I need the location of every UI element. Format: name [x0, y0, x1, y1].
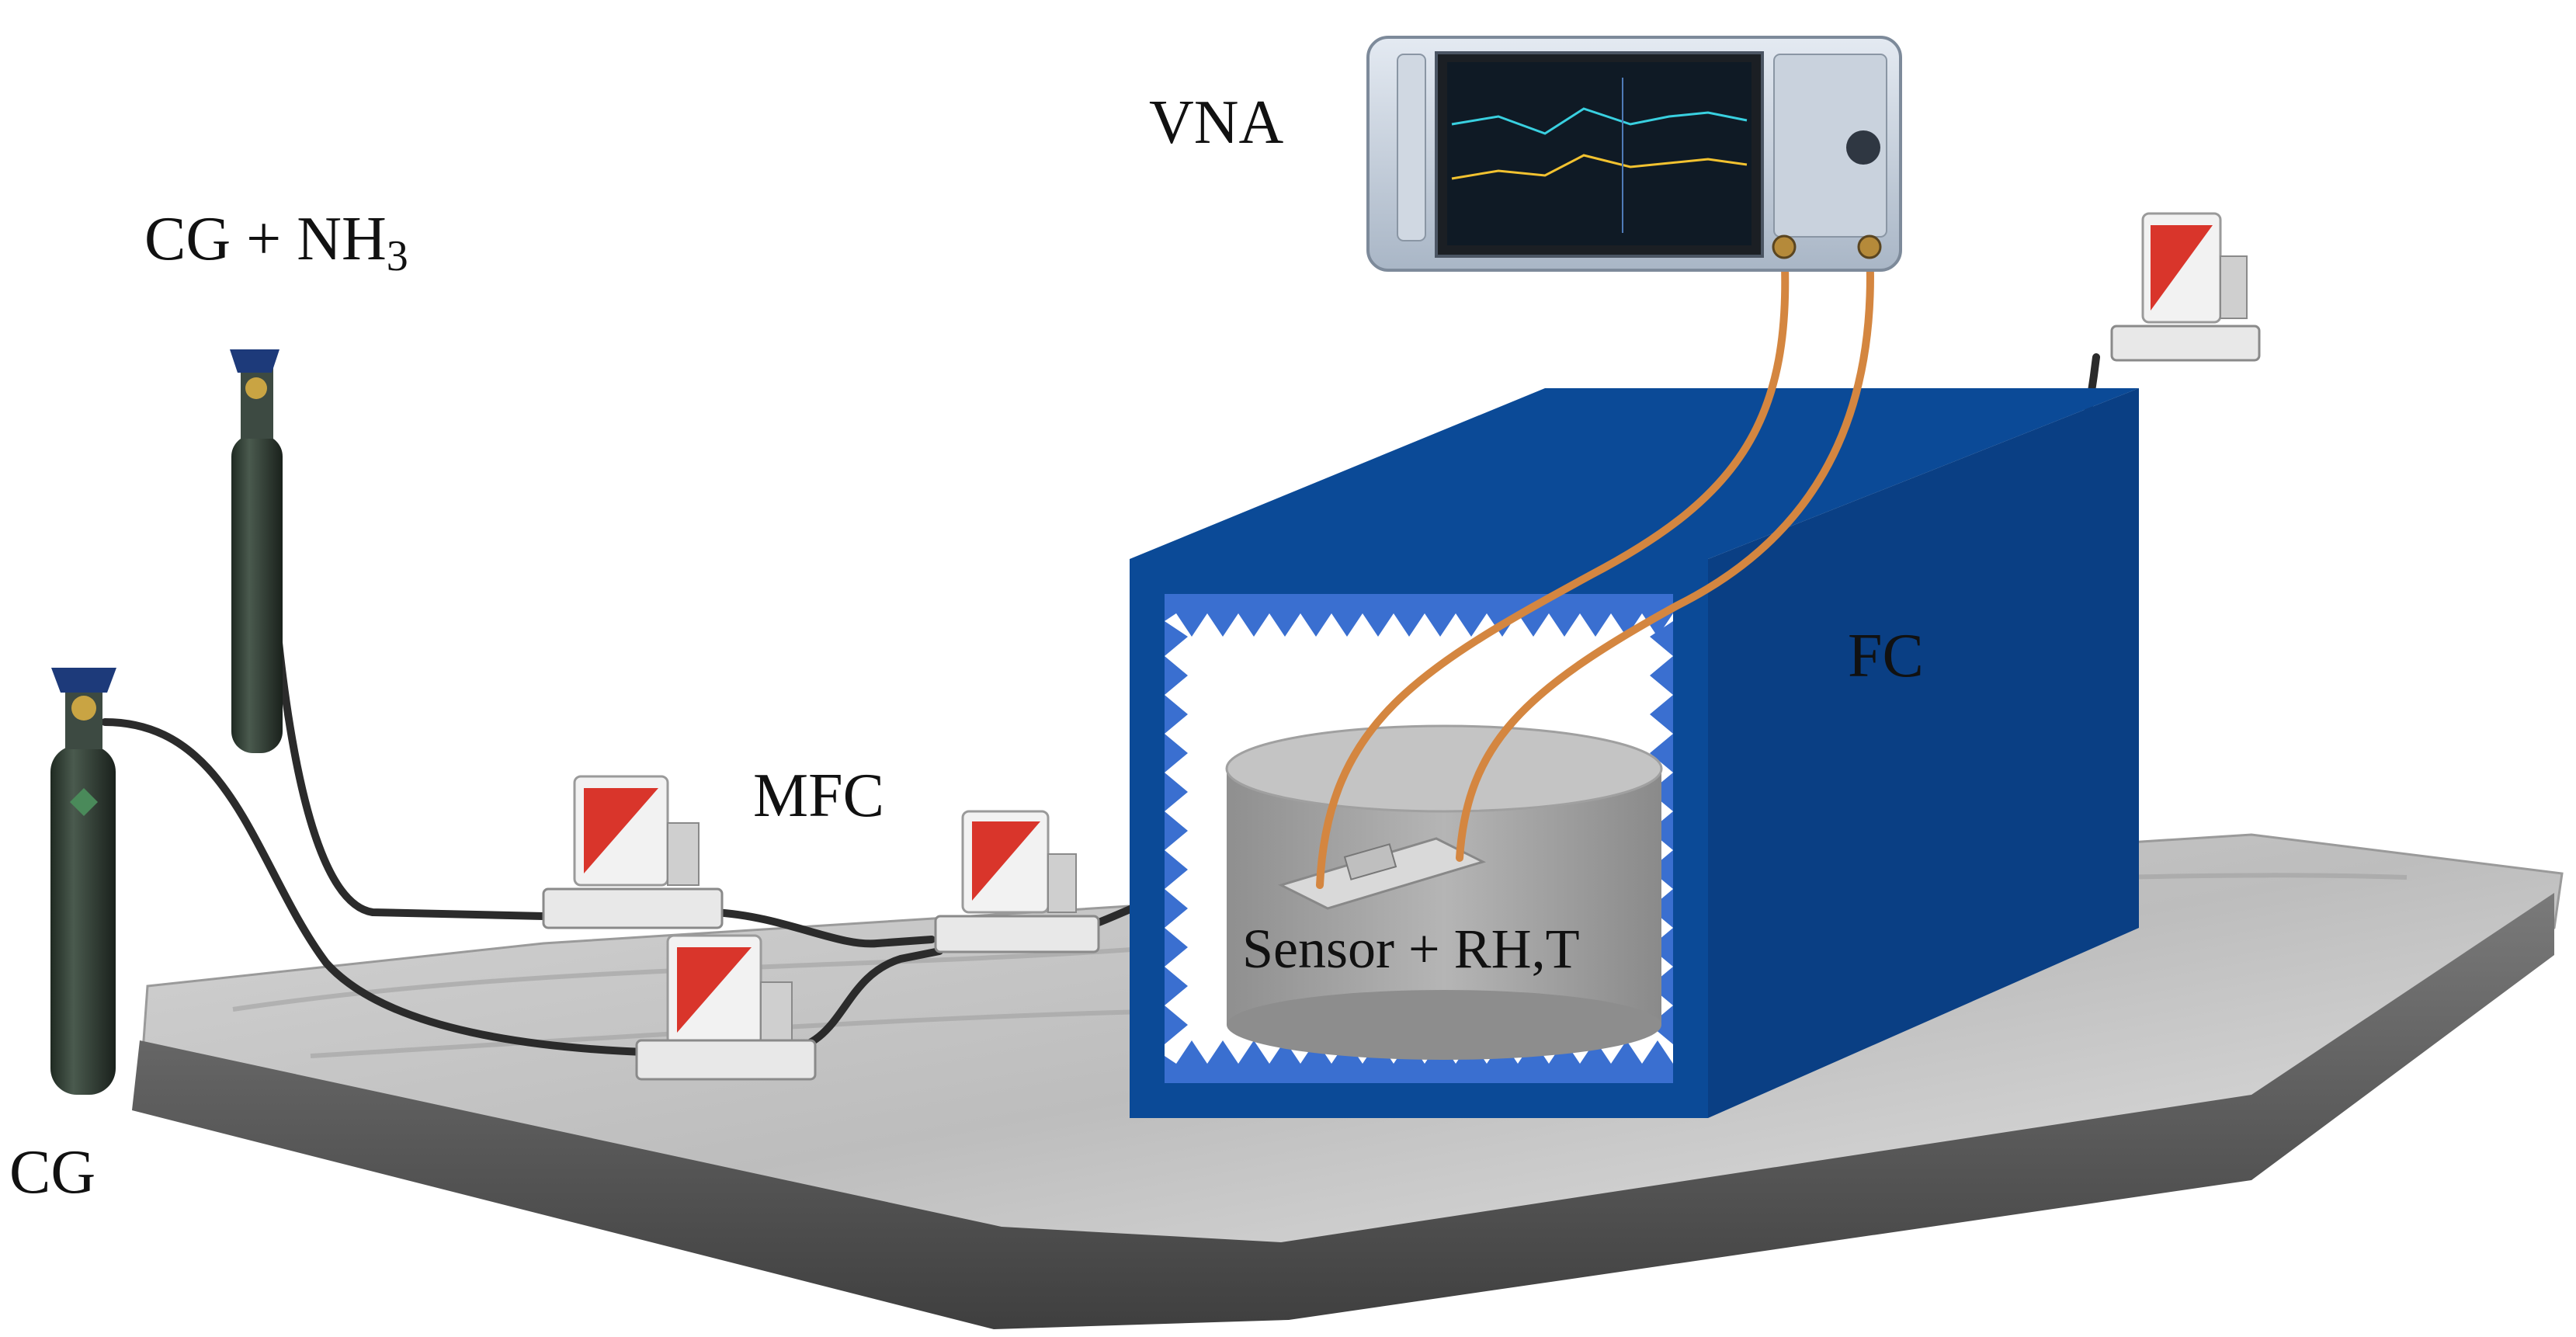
sensor-cylinder — [1225, 724, 1663, 1060]
absorber-teeth — [1165, 594, 1673, 1083]
mfc-unit-1 — [542, 775, 724, 929]
cg-label: CG — [9, 1138, 96, 1207]
mfc-unit-2 — [635, 934, 817, 1081]
mfc-label: MFC — [753, 762, 884, 830]
cg-nh3-label-text: CG + NH — [144, 205, 387, 273]
gas-cylinder-cg — [50, 668, 116, 1095]
cg-nh3-subscript: 3 — [386, 232, 408, 280]
test-chamber — [1130, 388, 2139, 1118]
gas-cylinder-cg-nh3 — [230, 349, 283, 753]
cg-nh3-label: CG + NH3 — [144, 208, 408, 278]
vna-label: VNA — [1149, 89, 1284, 157]
rf-cables — [1316, 243, 1874, 889]
fc-label: FC — [1848, 622, 1924, 690]
vna-instrument — [1366, 36, 1902, 272]
mfc-unit-3 — [934, 810, 1100, 953]
sensor-label: Sensor + RH,T — [1242, 918, 1580, 980]
fc-unit — [2110, 212, 2261, 362]
